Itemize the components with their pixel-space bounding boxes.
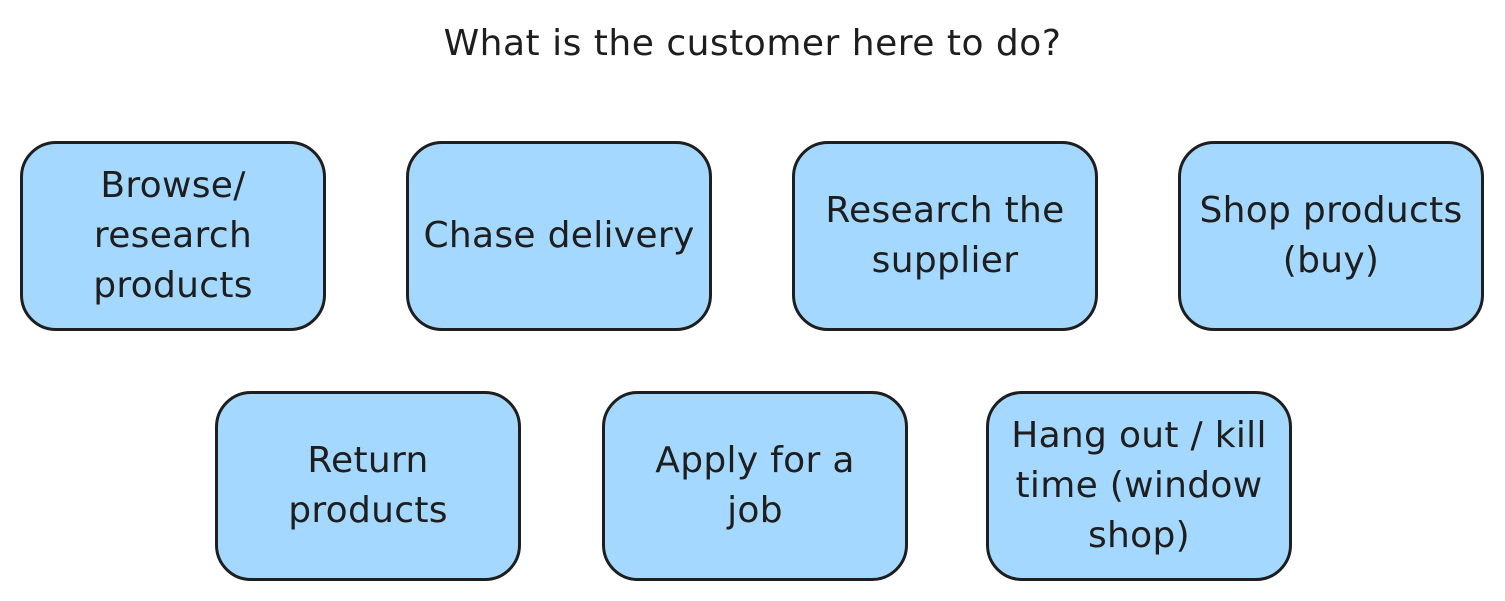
card-label: Return products bbox=[288, 440, 448, 531]
card-label: Hang out / kill time (window shop) bbox=[1011, 415, 1267, 556]
card-browse-research-products: Browse/ research products bbox=[20, 141, 326, 331]
card-chase-delivery: Chase delivery bbox=[406, 141, 712, 331]
card-return-products: Return products bbox=[215, 391, 521, 581]
card-research-the-supplier: Research the supplier bbox=[792, 141, 1098, 331]
card-label: Apply for a job bbox=[655, 440, 855, 531]
card-label: Research the supplier bbox=[825, 190, 1065, 281]
card-apply-for-a-job: Apply for a job bbox=[602, 391, 908, 581]
diagram-title: What is the customer here to do? bbox=[443, 23, 1062, 64]
card-label: Chase delivery bbox=[423, 215, 695, 256]
card-label: Shop products (buy) bbox=[1199, 190, 1463, 281]
card-label: Browse/ research products bbox=[93, 165, 253, 306]
card-hang-out-kill-time: Hang out / kill time (window shop) bbox=[986, 391, 1292, 581]
card-shop-products-buy: Shop products (buy) bbox=[1178, 141, 1484, 331]
